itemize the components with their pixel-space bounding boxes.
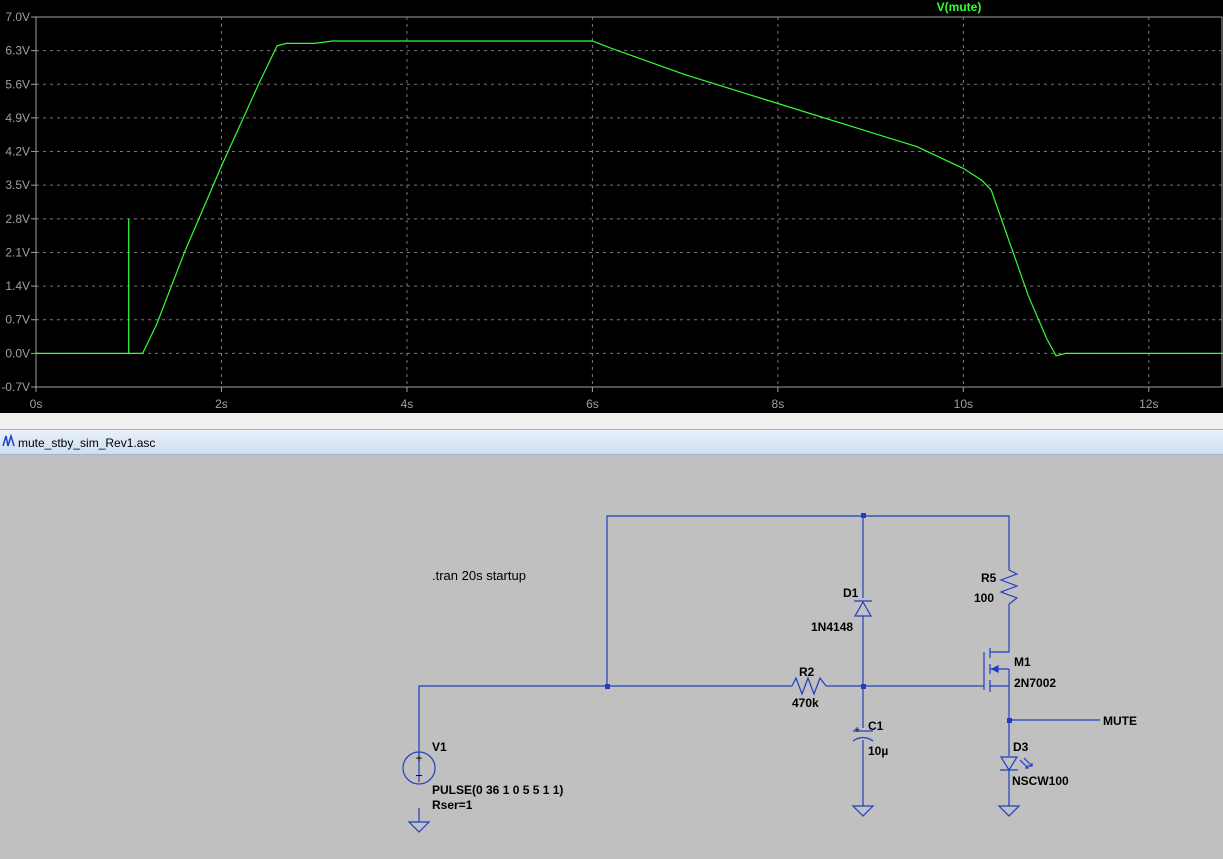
waveform-plot[interactable]: 7.0V 6.3V 5.6V 4.9V 4.2V 3.5V 2.8V 2.1V 1.4V 0.7V… bbox=[0, 0, 1223, 413]
c1-value-label[interactable]: 10µ bbox=[868, 744, 888, 758]
y-tick-label: 4.2V bbox=[5, 145, 30, 159]
plot-axes: 7.0V 6.3V 5.6V 4.9V 4.2V 3.5V 2.8V 2.1V 1.4V 0.7V… bbox=[1, 10, 1223, 411]
net-label-mute[interactable]: MUTE bbox=[1103, 714, 1137, 728]
d1-name-label[interactable]: D1 bbox=[843, 586, 859, 600]
ground-symbol-c1 bbox=[851, 805, 875, 817]
y-tick-label: 2.1V bbox=[5, 245, 30, 259]
schematic-window-titlebar[interactable]: mute_stby_sim_Rev1.asc bbox=[0, 429, 1223, 455]
r5-value-label[interactable]: 100 bbox=[974, 591, 994, 605]
y-tick-label: 6.3V bbox=[5, 44, 30, 58]
v1-value-label[interactable]: PULSE(0 36 1 0 5 5 1 1) bbox=[432, 783, 563, 797]
mosfet-m1[interactable] bbox=[978, 646, 1010, 692]
d3-name-label[interactable]: D3 bbox=[1013, 740, 1029, 754]
y-tick-label: 7.0V bbox=[5, 10, 30, 24]
waveform-pane[interactable]: 7.0V 6.3V 5.6V 4.9V 4.2V 3.5V 2.8V 2.1V 1.4V 0.7V… bbox=[0, 0, 1223, 413]
y-tick-label: 5.6V bbox=[5, 77, 30, 91]
pane-divider[interactable] bbox=[0, 413, 1223, 429]
d1-value-label[interactable]: 1N4148 bbox=[811, 620, 853, 634]
x-tick-label: 0s bbox=[30, 397, 43, 411]
ground-symbol-d3 bbox=[997, 805, 1021, 817]
x-tick-label: 6s bbox=[586, 397, 599, 411]
c1-name-label[interactable]: C1 bbox=[868, 719, 884, 733]
led-d3[interactable] bbox=[999, 756, 1033, 772]
schematic-drawing[interactable]: + − + .tran 20s startup V1 PULSE(0 36 1 … bbox=[0, 455, 1223, 859]
wires bbox=[418, 515, 1100, 822]
resistor-r5[interactable] bbox=[999, 569, 1019, 605]
y-tick-label: 3.5V bbox=[5, 178, 30, 192]
x-tick-label: 10s bbox=[954, 397, 973, 411]
diode-d1[interactable] bbox=[853, 600, 873, 617]
v1-rser-label[interactable]: Rser=1 bbox=[432, 798, 473, 812]
ground-symbol-v1 bbox=[407, 821, 431, 833]
trace-line[interactable] bbox=[36, 40, 1223, 357]
junction-dots bbox=[605, 513, 1012, 723]
m1-name-label[interactable]: M1 bbox=[1014, 655, 1031, 669]
r2-value-label[interactable]: 470k bbox=[792, 696, 819, 710]
voltage-source-v1[interactable] bbox=[402, 751, 436, 785]
y-tick-label: -0.7V bbox=[1, 380, 30, 394]
v1-minus-sign: − bbox=[415, 768, 423, 783]
tran-directive[interactable]: .tran 20s startup bbox=[432, 568, 526, 583]
plot-trace-group bbox=[36, 40, 1223, 357]
y-tick-label: 1.4V bbox=[5, 279, 30, 293]
y-tick-label: 0.0V bbox=[5, 346, 30, 360]
y-tick-label: 4.9V bbox=[5, 111, 30, 125]
x-tick-label: 8s bbox=[772, 397, 785, 411]
v1-plus-sign: + bbox=[415, 751, 422, 765]
v1-name-label[interactable]: V1 bbox=[432, 740, 447, 754]
schematic-icon bbox=[2, 433, 16, 453]
x-tick-label: 2s bbox=[215, 397, 228, 411]
r2-name-label[interactable]: R2 bbox=[799, 665, 815, 679]
window-title: mute_stby_sim_Rev1.asc bbox=[18, 436, 156, 450]
r5-name-label[interactable]: R5 bbox=[981, 571, 997, 585]
y-tick-label: 2.8V bbox=[5, 212, 30, 226]
x-tick-label: 12s bbox=[1139, 397, 1158, 411]
d3-value-label[interactable]: NSCW100 bbox=[1012, 774, 1069, 788]
plot-frame bbox=[35, 16, 1223, 388]
plot-grid bbox=[35, 16, 1223, 388]
x-tick-label: 4s bbox=[401, 397, 414, 411]
m1-value-label[interactable]: 2N7002 bbox=[1014, 676, 1056, 690]
y-tick-label: 0.7V bbox=[5, 313, 30, 327]
capacitor-c1[interactable] bbox=[852, 730, 874, 742]
trace-label[interactable]: V(mute) bbox=[937, 0, 982, 14]
resistor-r2[interactable] bbox=[791, 676, 827, 696]
schematic-canvas[interactable]: + − + .tran 20s startup V1 PULSE(0 36 1 … bbox=[0, 455, 1223, 859]
c1-plus-sign: + bbox=[854, 725, 860, 736]
